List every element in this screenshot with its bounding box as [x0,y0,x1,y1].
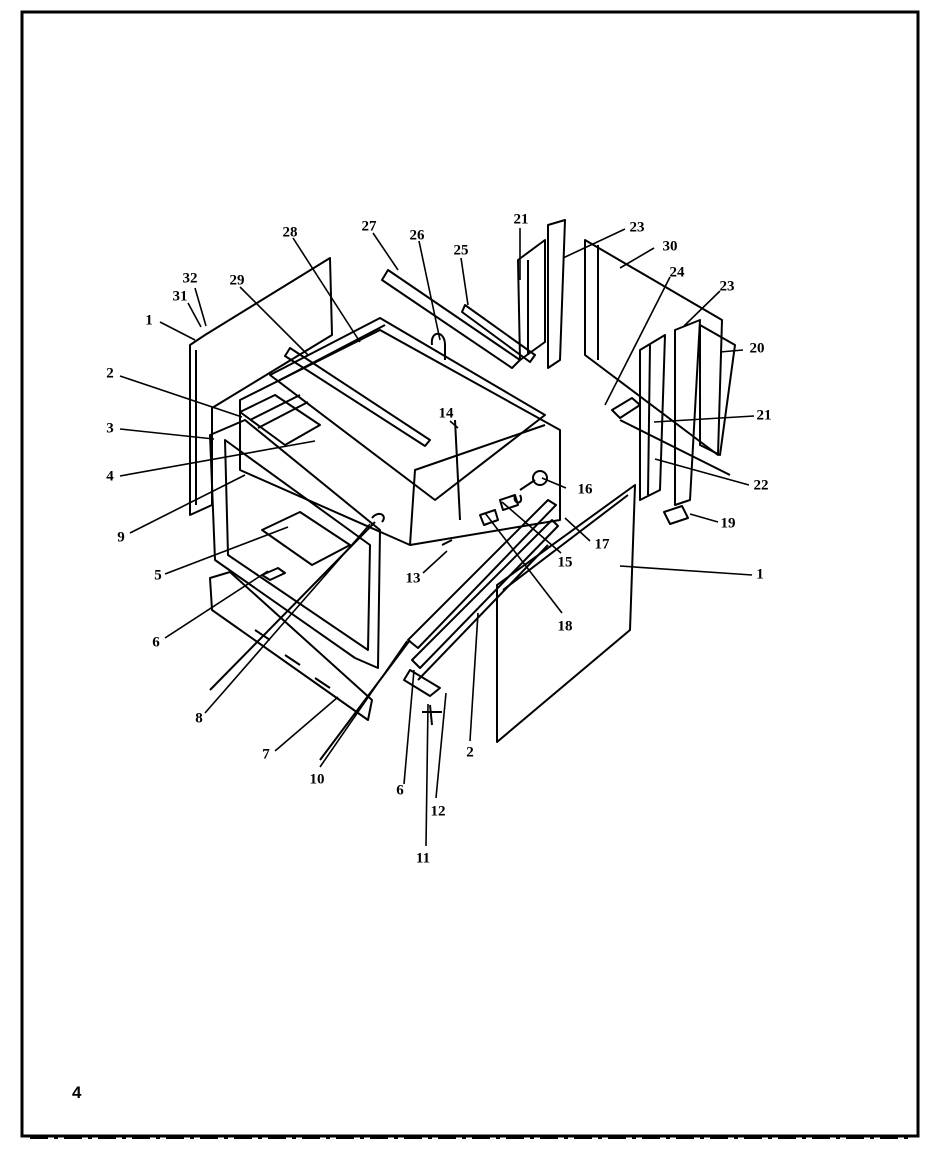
callout-21-channel-upper: 21 [513,211,529,228]
page-border [20,10,920,1138]
wire [454,419,461,521]
kickplate [209,571,373,721]
callout-18-fitting: 18 [557,618,573,635]
callout-2-upper-shield: 2 [106,365,114,382]
top-panel [269,317,546,501]
callout-32: 32 [182,270,198,287]
callout-1-right-side-panel: 1 [756,566,764,583]
ignitor [499,494,519,511]
callout-31: 31 [172,288,188,305]
top-strip [381,269,521,369]
callout-3-front-frame: 3 [106,420,114,437]
channel-lower [639,334,666,501]
callout-1-left-side-panel: 1 [145,312,153,329]
back-panel [584,239,723,456]
lower-bracket [403,669,441,697]
callout-29-top-rail: 29 [229,272,245,289]
upper-shield [239,394,321,446]
callout-4: 4 [106,468,114,485]
callout-26-vent-tube: 26 [409,227,425,244]
callout-12: 12 [430,803,446,820]
terminal-cluster [611,397,641,419]
front-frame [209,419,381,669]
left-side-panel [189,257,333,516]
callout-11-screw: 11 [415,850,431,867]
callout-13-clip: 13 [405,570,421,587]
rear-strip [461,304,536,363]
callout-6-lower-bracket: 6 [396,782,404,799]
callout-20-rear-panel: 20 [749,340,765,357]
callout-23-hanger-lower: 23 [719,278,735,295]
callout-14-wire: 14 [438,405,454,422]
callout-24-terminal-cluster: 24 [669,264,685,281]
leader-lines [119,228,755,847]
callout-7-kickplate: 7 [262,746,270,763]
channel-upper [517,239,546,361]
hanger-lower [674,319,701,506]
inner-panel [261,511,351,566]
callout-16-valve: 16 [577,481,593,498]
valve [532,470,548,486]
callout-25-rear-strip: 25 [453,242,469,259]
oven-parts [189,219,736,761]
side-brackets [407,499,557,649]
clip [441,539,453,546]
callout-6-burner-bracket: 6 [152,634,160,651]
callout-2-side-brackets: 2 [466,744,474,761]
callout-17: 17 [594,536,610,553]
callout-19-foot: 19 [720,515,736,532]
cross-rail [319,639,411,761]
hanger-upper [547,219,566,369]
callout-23-hanger-upper: 23 [629,219,645,236]
right-side-panel [496,484,636,743]
page-number: 4 [72,1083,82,1102]
callout-8-rod: 8 [195,710,203,727]
callout-15-ignitor: 15 [557,554,573,571]
foot [663,505,689,525]
callout-9: 9 [117,529,125,546]
callout-22-side-rail: 22 [753,477,769,494]
callout-28-top-panel: 28 [282,224,298,241]
callout-21-channel-lower: 21 [756,407,772,424]
fitting [479,509,499,526]
screw [422,704,442,726]
callout-30-back-panel: 30 [662,238,678,255]
rear-panel [699,324,736,456]
callout-27-top-strip: 27 [361,218,377,235]
callout-10-cross-rail: 10 [309,771,325,788]
top-rail [284,347,431,447]
burner-bracket [261,567,286,581]
side-rail [619,419,731,476]
callout-5-inner-panel: 5 [154,567,162,584]
